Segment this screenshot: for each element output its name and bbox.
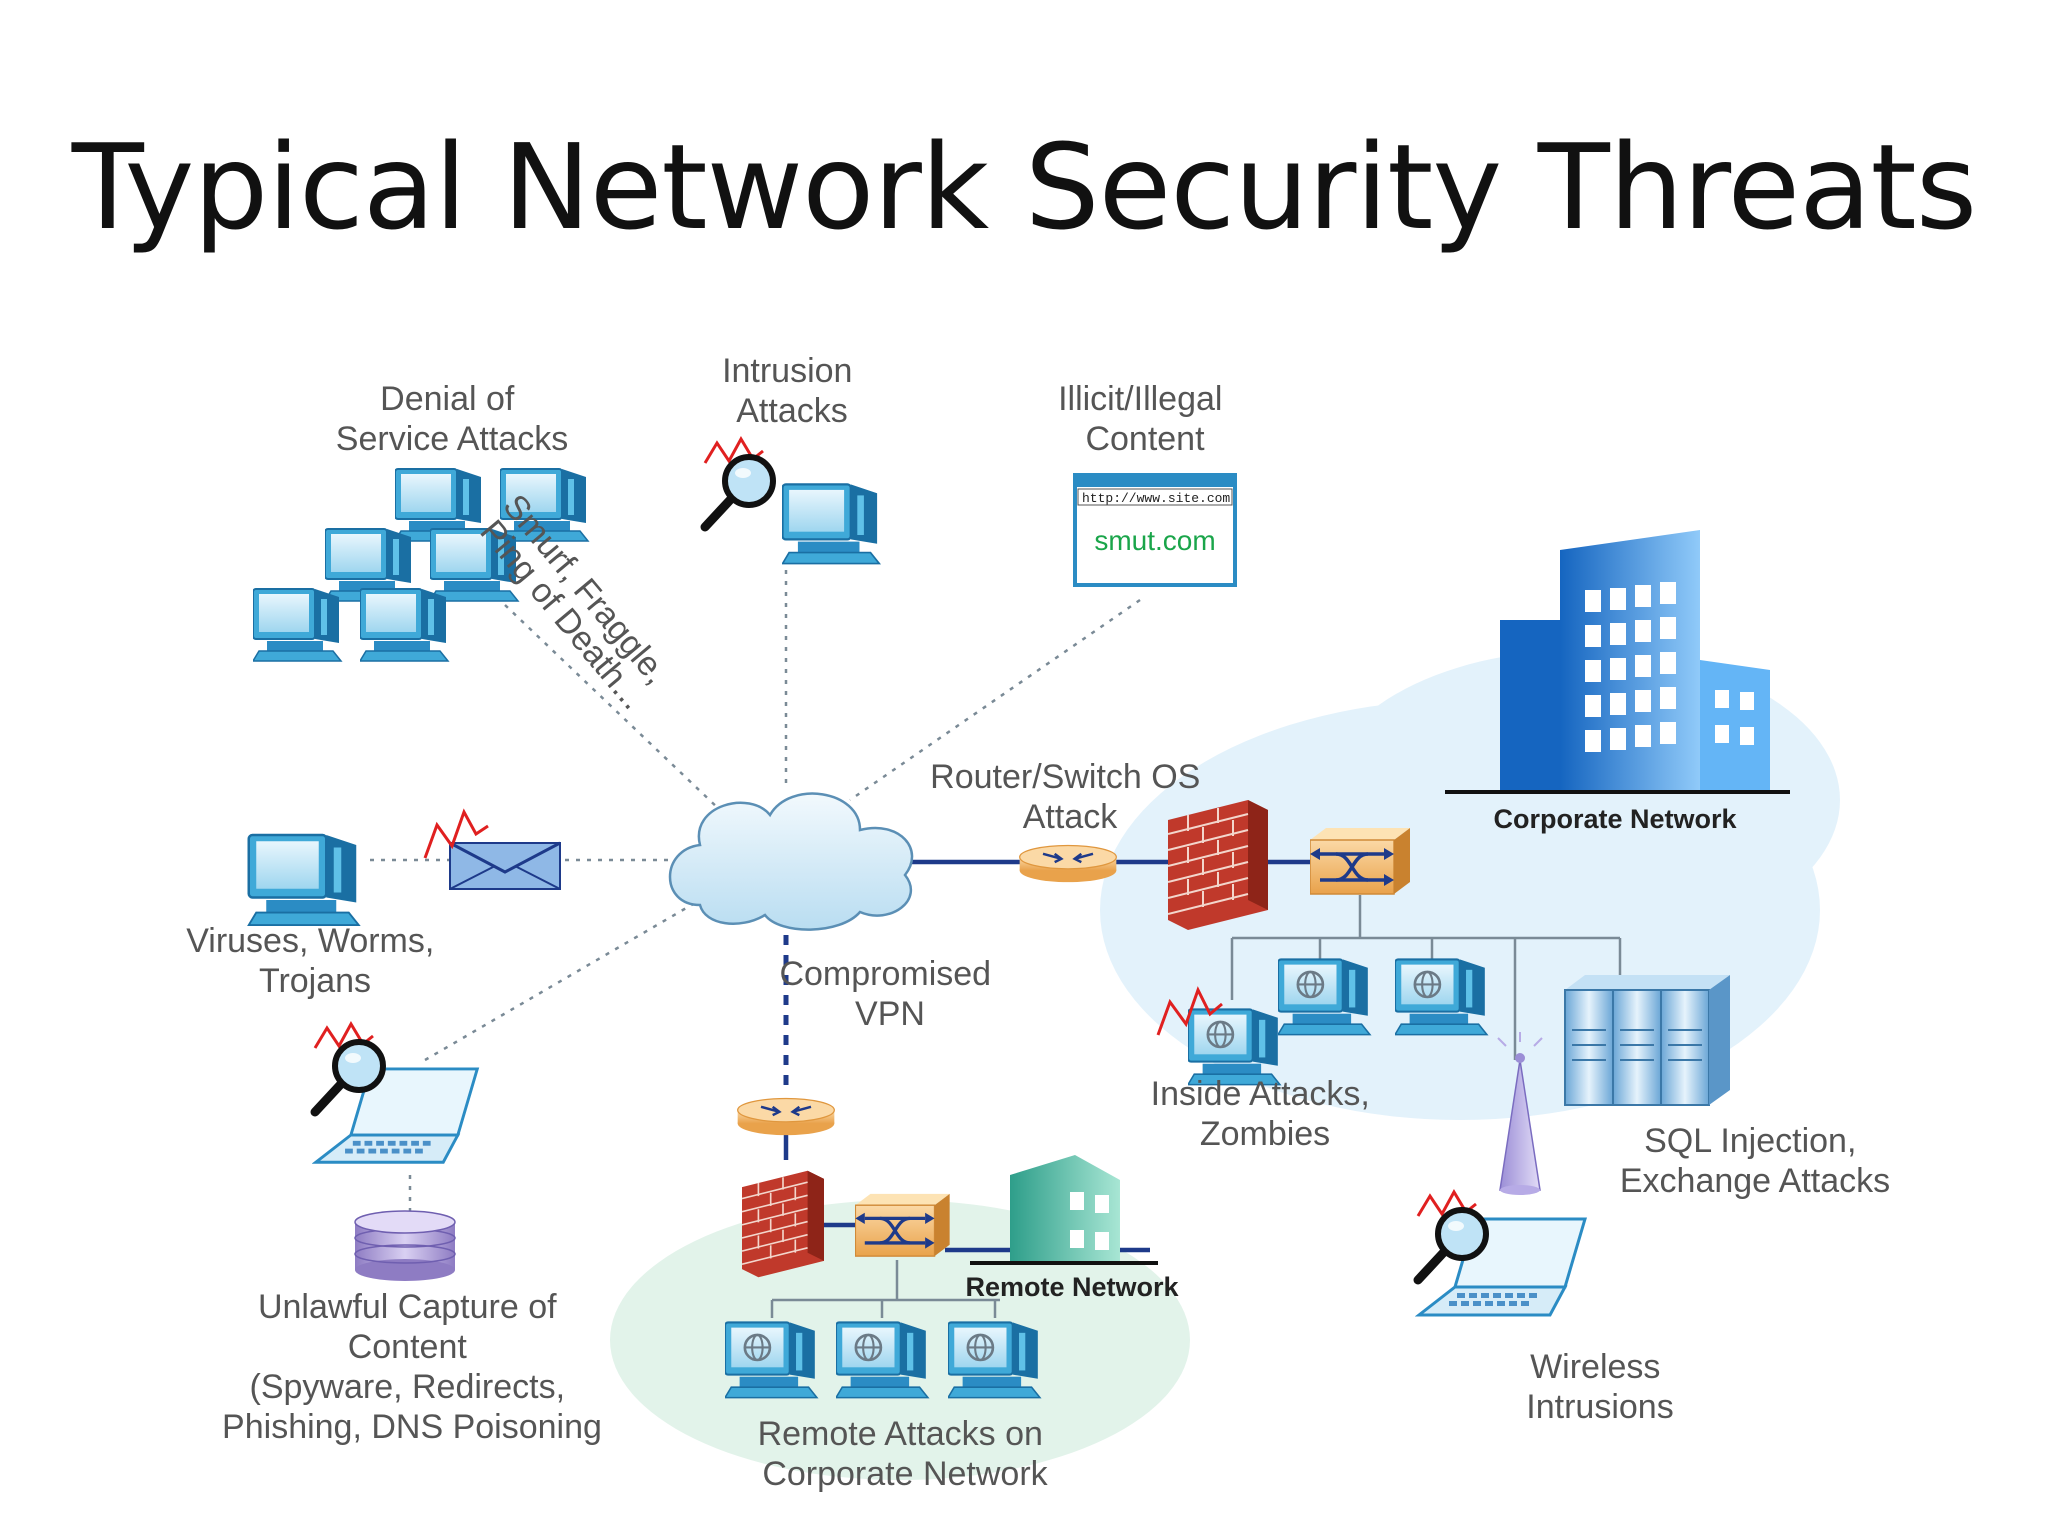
remote-network-label: Remote Network bbox=[965, 1272, 1179, 1302]
virus-computer bbox=[247, 833, 361, 927]
intrusion-label: Intrusion Attacks bbox=[722, 352, 862, 430]
router-attack-label: Router/Switch OS Attack bbox=[930, 758, 1210, 836]
viruses-label: Viruses, Worms, Trojans bbox=[186, 922, 444, 1000]
wireless-label: Wireless Intrusions bbox=[1526, 1348, 1673, 1426]
browser-url-text: http://www.site.com bbox=[1082, 491, 1230, 506]
email-envelope-icon bbox=[423, 808, 561, 890]
wireless-access-point-icon bbox=[1497, 1032, 1543, 1195]
illicit-browser-window: http://www.site.com smut.com bbox=[1073, 473, 1237, 587]
corporate-servers bbox=[1564, 975, 1730, 1106]
database-icon bbox=[354, 1210, 456, 1281]
corporate-network-label: Corporate Network bbox=[1493, 804, 1737, 834]
sql-injection-label: SQL Injection, Exchange Attacks bbox=[1620, 1122, 1890, 1200]
corporate-firewall-icon bbox=[1168, 800, 1268, 930]
corporate-switch-icon bbox=[1310, 826, 1410, 896]
illicit-label: Illicit/Illegal Content bbox=[1058, 380, 1232, 458]
slide-title: Typical Network Security Threats bbox=[71, 118, 1977, 256]
intrusion-computer bbox=[782, 483, 881, 565]
dos-methods-label: Smurf, Fraggle, Ping of Death... bbox=[469, 487, 681, 720]
zombie-alert-icon bbox=[1156, 986, 1223, 1036]
browser-site-text: smut.com bbox=[1094, 525, 1215, 556]
corporate-router bbox=[1018, 844, 1118, 884]
inside-attacks-label: Inside Attacks, Zombies bbox=[1151, 1075, 1380, 1153]
intrusion-magnifier-icon bbox=[705, 439, 773, 527]
remote-router bbox=[736, 1097, 836, 1137]
dos-label: Denial of Service Attacks bbox=[336, 380, 568, 458]
corporate-building bbox=[1445, 530, 1790, 794]
compromised-vpn-label: Compromised VPN bbox=[779, 955, 1000, 1033]
unlawful-capture-label: Unlawful Capture of Content (Spyware, Re… bbox=[222, 1288, 602, 1446]
remote-attacks-label: Remote Attacks on Corporate Network bbox=[758, 1415, 1053, 1493]
threat-links bbox=[370, 570, 1141, 1215]
remote-firewall-icon bbox=[742, 1169, 824, 1279]
internet-cloud bbox=[668, 792, 914, 931]
remote-building bbox=[970, 1155, 1158, 1265]
remote-switch-icon bbox=[855, 1192, 950, 1258]
